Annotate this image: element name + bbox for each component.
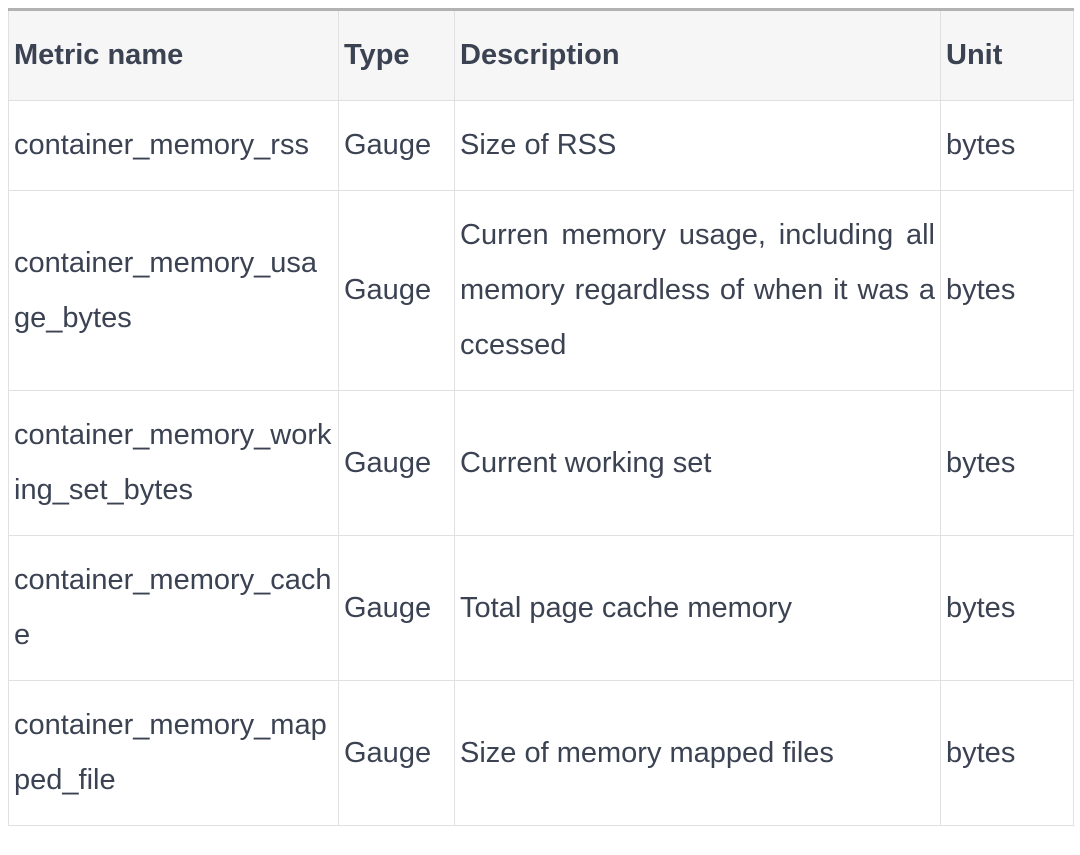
metric-type-cell: Gauge: [338, 680, 455, 826]
metric-description-cell: Curren memory usage, including all memor…: [454, 190, 941, 391]
metric-unit-cell: bytes: [940, 100, 1074, 191]
table-header-row: Metric name Type Description Unit: [8, 8, 1074, 101]
column-header-unit: Unit: [940, 8, 1074, 101]
metric-description-cell: Size of RSS: [454, 100, 941, 191]
table-row: container_memory_mapped_file Gauge Size …: [8, 680, 1074, 826]
metric-unit-cell: bytes: [940, 390, 1074, 536]
table-row: container_memory_working_set_bytes Gauge…: [8, 390, 1074, 536]
metric-unit-cell: bytes: [940, 190, 1074, 391]
column-header-metric-name: Metric name: [8, 8, 339, 101]
metric-description-cell: Size of memory mapped files: [454, 680, 941, 826]
metric-type-cell: Gauge: [338, 535, 455, 681]
column-header-type: Type: [338, 8, 455, 101]
metric-description-cell: Total page cache memory: [454, 535, 941, 681]
table-row: container_memory_rss Gauge Size of RSS b…: [8, 100, 1074, 191]
table-row: container_memory_usage_bytes Gauge Curre…: [8, 190, 1074, 391]
metric-description-cell: Current working set: [454, 390, 941, 536]
metric-unit-cell: bytes: [940, 535, 1074, 681]
metric-name-cell: container_memory_usage_bytes: [8, 190, 339, 391]
metric-name-cell: container_memory_cache: [8, 535, 339, 681]
metric-unit-cell: bytes: [940, 680, 1074, 826]
metric-type-cell: Gauge: [338, 190, 455, 391]
metric-type-cell: Gauge: [338, 100, 455, 191]
metric-name-cell: container_memory_rss: [8, 100, 339, 191]
metric-name-cell: container_memory_working_set_bytes: [8, 390, 339, 536]
metric-type-cell: Gauge: [338, 390, 455, 536]
metrics-table: Metric name Type Description Unit contai…: [8, 8, 1074, 826]
column-header-description: Description: [454, 8, 941, 101]
table-row: container_memory_cache Gauge Total page …: [8, 535, 1074, 681]
table-header: Metric name Type Description Unit: [8, 8, 1074, 101]
metric-name-cell: container_memory_mapped_file: [8, 680, 339, 826]
table-body: container_memory_rss Gauge Size of RSS b…: [8, 100, 1074, 826]
